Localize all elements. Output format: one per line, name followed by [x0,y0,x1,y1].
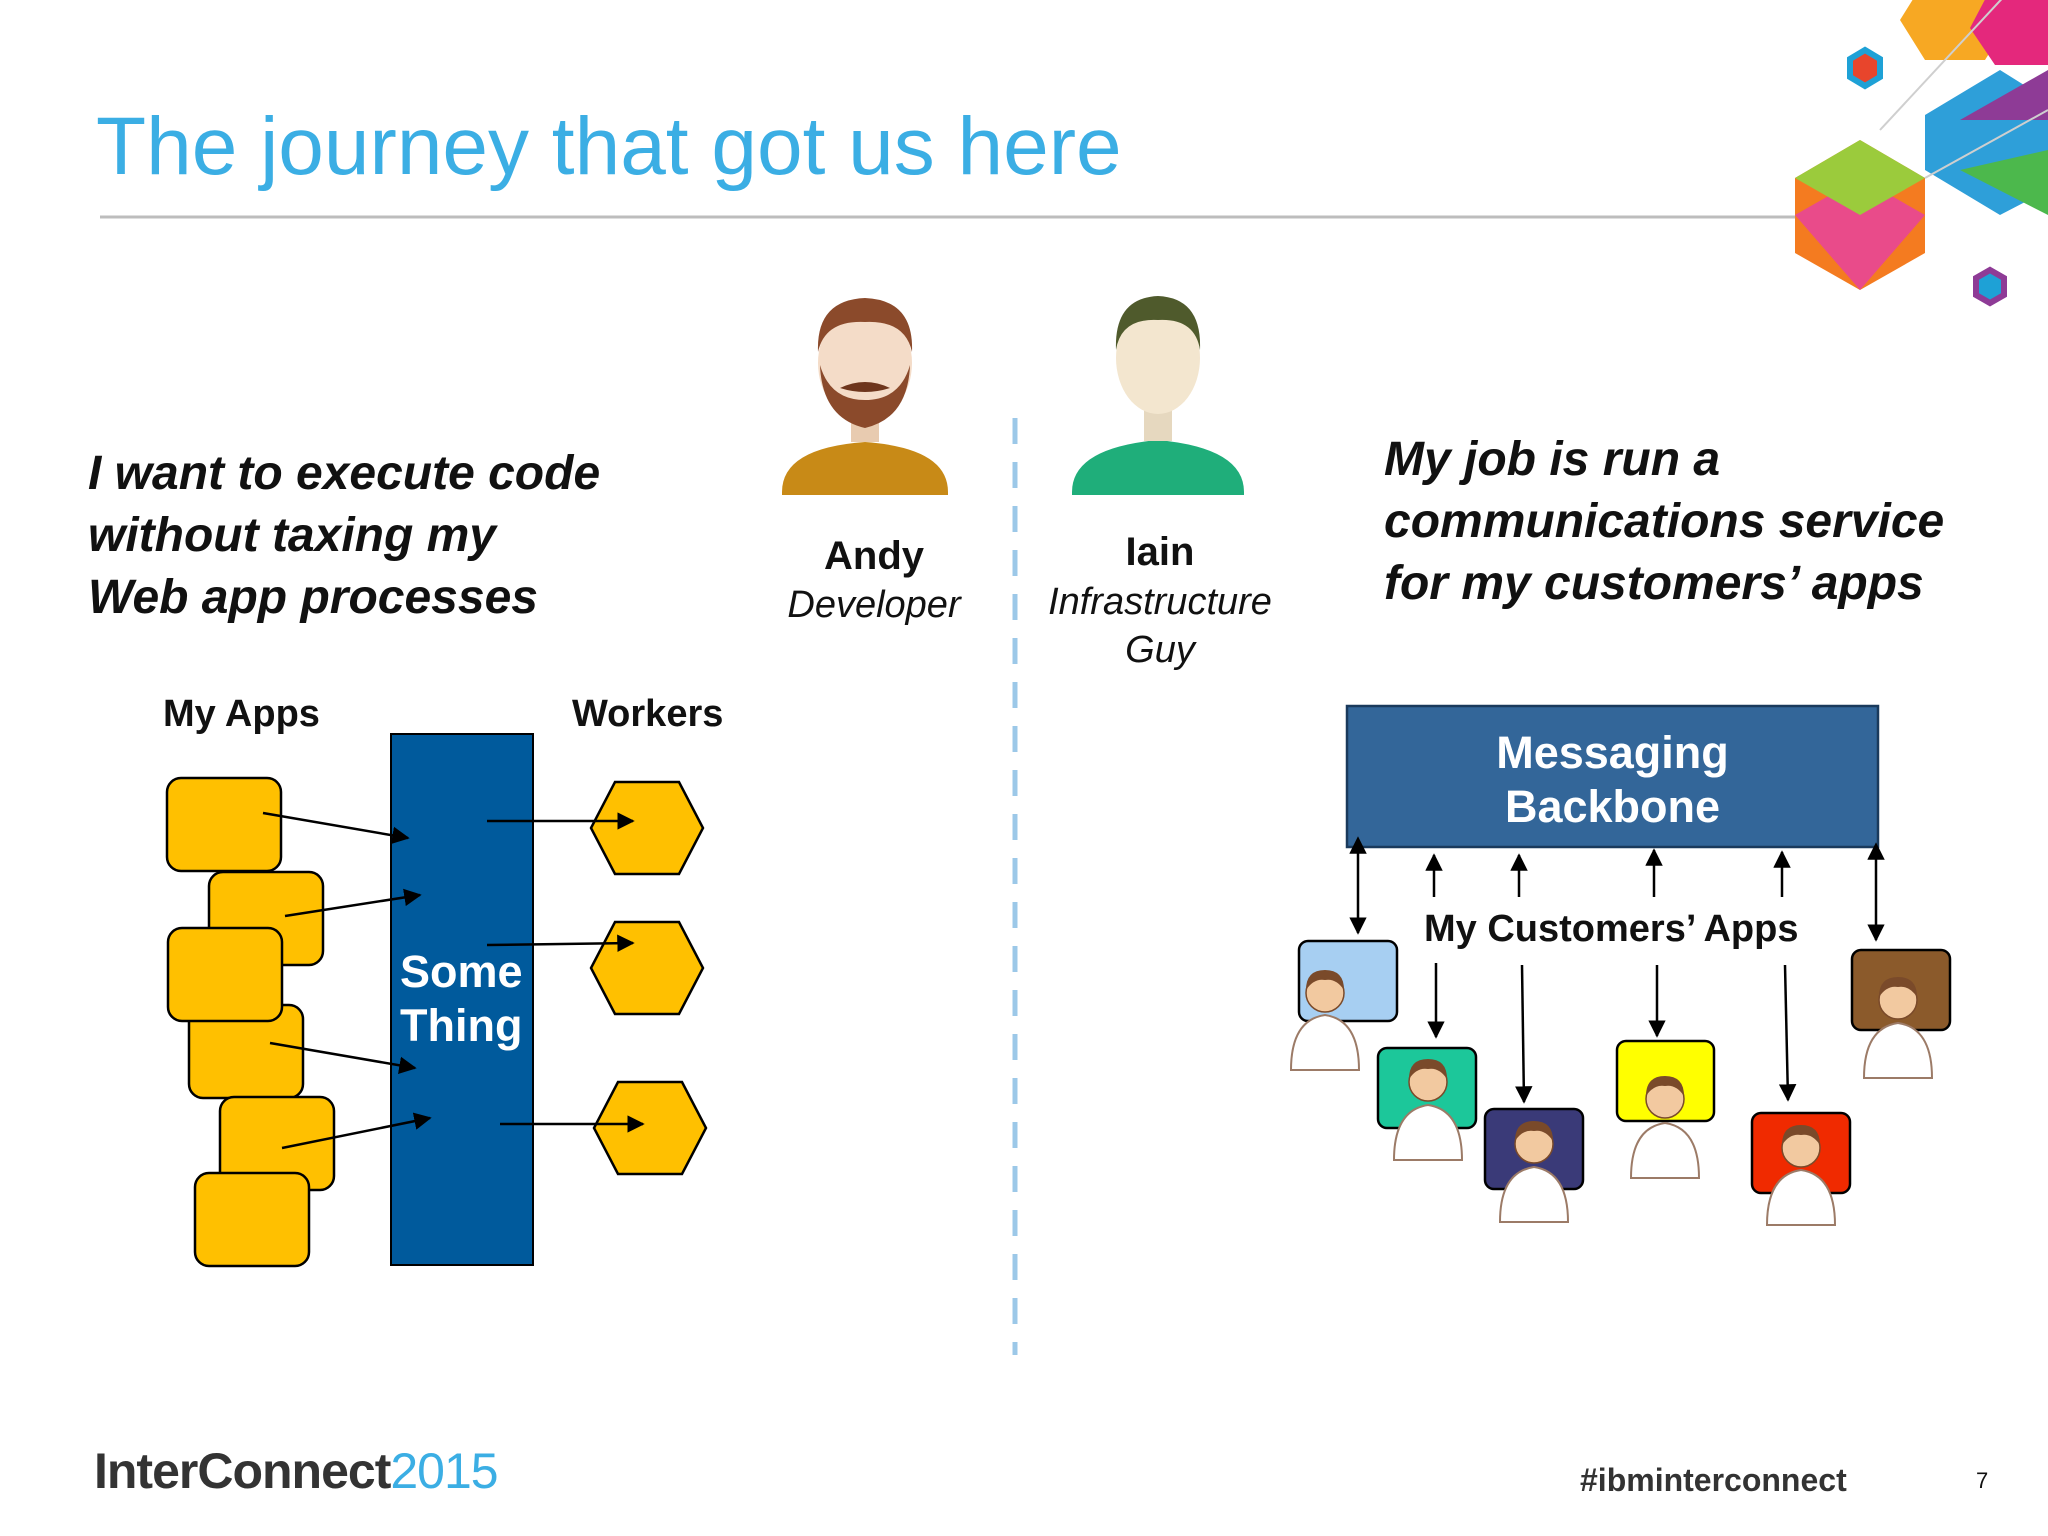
interconnect-hexagon-logo-icon [1795,0,2048,307]
slide-title: The journey that got us here [96,101,1122,192]
backbone-arrows [1349,836,1885,1104]
my-apps-stack [165,776,336,1268]
bearded-developer-avatar-icon [782,298,948,495]
some-thing-label-line: Thing [400,1000,523,1051]
customer-app-tile [1376,1046,1478,1161]
messaging-backbone-label: Messaging Backbone [1347,726,1878,834]
customer-app-tile [1289,939,1399,1071]
workers-label: Workers [572,693,724,735]
infrastructure-quote-line: communications service [1384,495,1945,548]
box-to-worker-arrows [486,812,645,1133]
some-thing-label: Some Thing [400,945,523,1053]
customer-app-tile [1750,1111,1852,1226]
app-block [166,926,284,1023]
worker-hexagon [589,780,705,876]
customer-person-icon [1392,1059,1464,1161]
customer-person-icon [1498,1121,1570,1223]
some-thing-label-line: Some [400,946,523,997]
customer-app-tile [1615,1039,1716,1179]
infrastructure-name: Iain [1125,530,1195,574]
customer-person-icon [1629,1076,1701,1179]
customer-person-icon [1765,1125,1837,1226]
customer-app-tile [1483,1107,1585,1223]
developer-quote-line: I want to execute code [88,447,601,500]
developer-name: Andy [824,534,924,578]
app-to-box-arrows [262,811,432,1150]
worker-hexagon [592,1080,708,1176]
infrastructure-role-line: Guy [1125,629,1195,671]
developer-quote-line: without taxing my [88,509,496,562]
messaging-backbone-label-line: Messaging [1496,727,1729,778]
event-hashtag: #ibminterconnect [1580,1462,1847,1498]
messaging-backbone-label-line: Backbone [1504,781,1721,832]
customer-app-tile [1850,948,1952,1079]
infrastructure-guy-avatar-icon [1072,296,1244,495]
app-block [193,1171,311,1268]
workers-group [589,780,708,1176]
customer-person-icon [1862,977,1934,1079]
developer-quote: I want to execute code without taxing my… [88,443,600,629]
customer-person-icon [1289,970,1361,1071]
developer-quote-line: Web app processes [88,571,538,624]
my-apps-label: My Apps [163,693,320,735]
interconnect-brand: InterConnect2015 [94,1442,499,1500]
infrastructure-role: Infrastructure Guy [1030,578,1290,674]
infrastructure-quote-line: My job is run a [1384,433,1721,486]
infrastructure-role-line: Infrastructure [1048,581,1272,623]
interconnect-brand-name: InterConnect [94,1443,391,1499]
infrastructure-quote-line: for my customers’ apps [1384,557,1924,610]
my-customers-apps-label: My Customers’ Apps [1424,908,1799,950]
developer-role: Developer [787,584,961,626]
interconnect-brand-year: 2015 [390,1443,498,1499]
worker-hexagon [589,920,705,1016]
infrastructure-quote: My job is run a communications service f… [1384,429,1944,615]
app-block [165,776,283,873]
messaging-backbone-box [1345,704,1880,849]
some-thing-box [390,733,534,1266]
page-number: 7 [1976,1468,1989,1493]
customer-app-tiles [1289,939,1952,1226]
